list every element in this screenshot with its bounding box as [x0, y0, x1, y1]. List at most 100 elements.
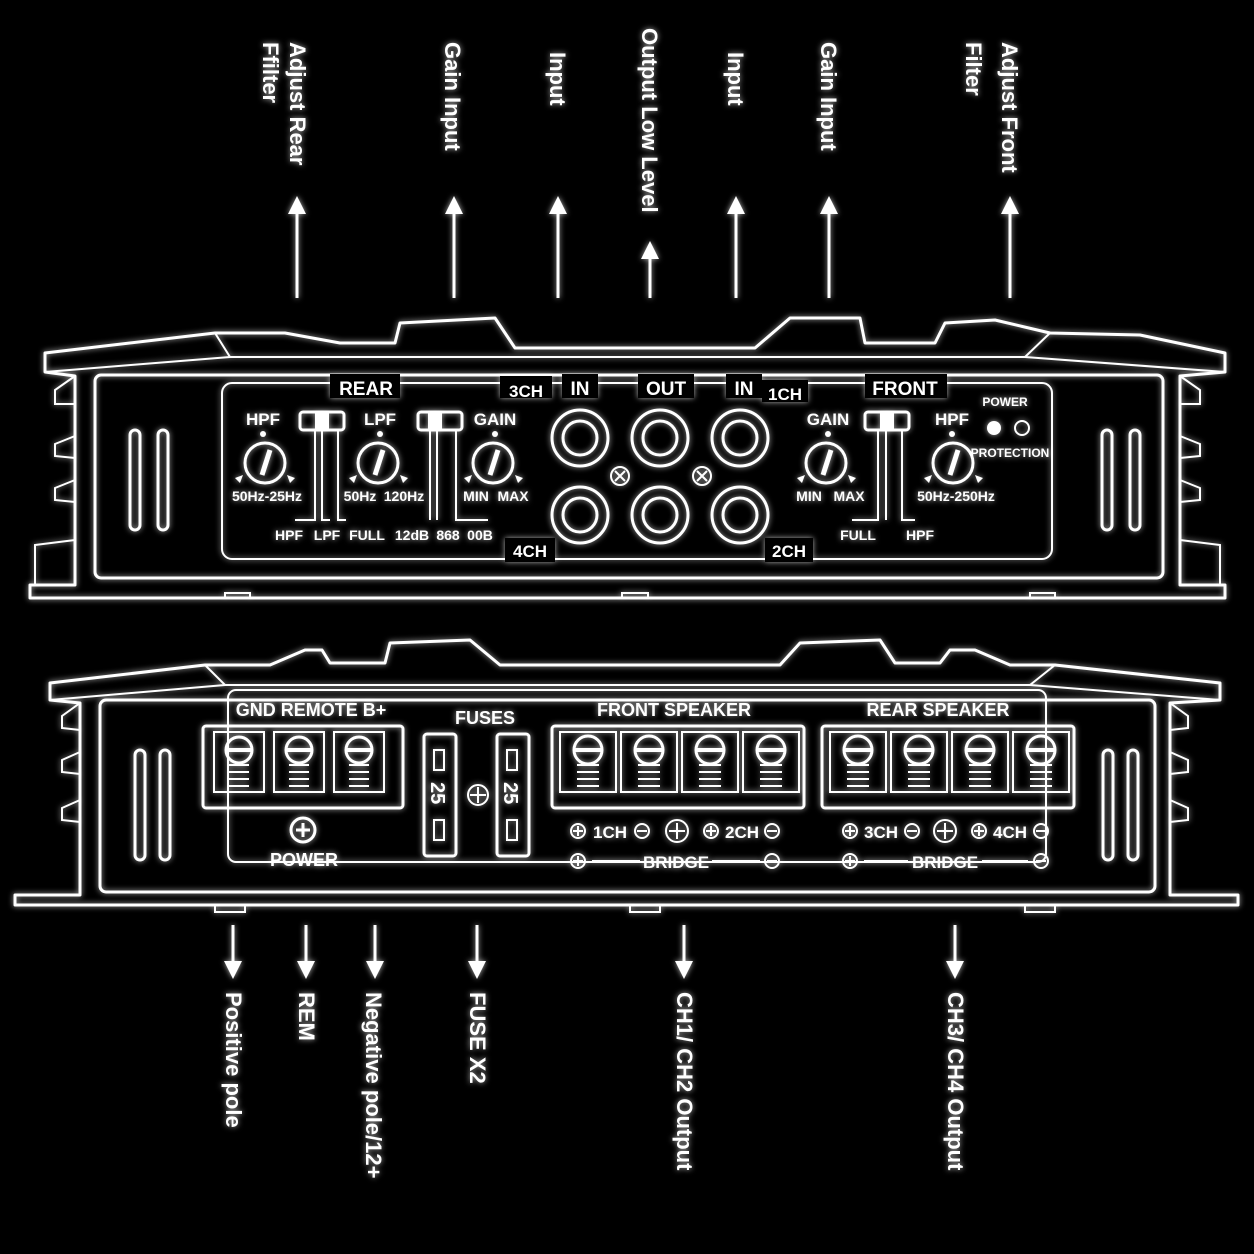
terminal-bplus[interactable]: [333, 731, 385, 793]
screw-icon: [467, 784, 489, 806]
terminal-rear[interactable]: [1012, 731, 1070, 793]
label-rear-lpf: LPF: [364, 410, 396, 429]
terminal-rear[interactable]: [890, 731, 948, 793]
callout-ch1-ch2-output: CH1/ CH2 Output: [672, 925, 697, 1171]
label-front-gain-max: MAX: [833, 488, 865, 504]
terminal-front[interactable]: [559, 731, 617, 793]
callout-adjust-front-filter-line2: Filter: [961, 42, 986, 96]
label-power-terminals: GND REMOTE B+: [236, 700, 387, 720]
callout-input-left: Input: [545, 52, 570, 298]
front-housing-outline: [28, 316, 1227, 600]
callout-ch1-ch2-output-text: CH1/ CH2 Output: [672, 992, 697, 1171]
fuse-2[interactable]: 25: [495, 732, 531, 858]
rca-jack[interactable]: [630, 485, 690, 545]
label-front-mode-full: FULL: [840, 527, 876, 543]
rear-housing-outline: [13, 638, 1240, 907]
callout-input-right-text: Input: [723, 52, 748, 106]
power-terminal-block: [201, 724, 405, 810]
positive-icon: [289, 816, 317, 844]
callout-gain-input-front-text: Gain Input: [816, 42, 841, 151]
rear-panel: GND REMOTE B+ POWER FUSES 25: [13, 638, 1240, 913]
front-panel: REAR 3CH IN OUT IN 1CH FRONT 4CH 2CH: [28, 316, 1227, 600]
label-rear: REAR: [339, 379, 393, 400]
terminal-rear[interactable]: [951, 731, 1009, 793]
callout-negative-pole: Negative pole/12+: [361, 925, 386, 1178]
label-rear-speaker: REAR SPEAKER: [866, 700, 1009, 720]
label-mode-hpf: HPF: [275, 527, 303, 543]
terminal-front[interactable]: [681, 731, 739, 793]
label-2ch: 2CH: [772, 542, 806, 561]
label-power-rear: POWER: [270, 850, 338, 870]
callout-adjust-front-filter: Adjust Front Filter: [961, 42, 1022, 298]
label-front-gain: GAIN: [807, 410, 850, 429]
rear-lpf-knob[interactable]: [356, 441, 400, 485]
fuse-rating-2: 25: [499, 782, 521, 804]
label-rear-gain-max: MAX: [497, 488, 529, 504]
fuse-1[interactable]: 25: [422, 732, 458, 858]
label-front-gain-min: MIN: [796, 488, 822, 504]
label-4ch: 4CH: [513, 542, 547, 561]
label-rear-gain: GAIN: [474, 410, 517, 429]
callout-positive-pole: Positive pole: [221, 925, 246, 1128]
label-bridge-front: BRIDGE: [643, 853, 709, 872]
label-bass-00b: 00B: [467, 527, 493, 543]
terminal-front[interactable]: [620, 731, 678, 793]
terminal-rear[interactable]: [829, 731, 887, 793]
terminal-remote[interactable]: [273, 731, 325, 793]
label-ch4: 4CH: [993, 823, 1027, 842]
label-in-left: IN: [571, 379, 590, 400]
callout-adjust-front-filter-line1: Adjust Front: [997, 42, 1022, 173]
callout-rem: REM: [294, 925, 319, 1041]
label-front-hpf-range: 50Hz-250Hz: [917, 488, 995, 504]
rear-inner-frame: [98, 698, 1157, 894]
callout-gain-input-rear-text: Gain Input: [440, 42, 465, 151]
rca-jack[interactable]: [710, 485, 770, 545]
label-ch1: 1CH: [593, 823, 627, 842]
rca-jack[interactable]: [550, 485, 610, 545]
front-control-frame: [221, 382, 1053, 560]
bottom-callouts: Positive pole REM Negative pole/12+ FUSE…: [221, 925, 968, 1178]
front-speaker-block: [550, 724, 806, 810]
label-3ch: 3CH: [509, 382, 543, 401]
label-1ch: 1CH: [768, 385, 802, 404]
front-gain-knob[interactable]: [804, 441, 848, 485]
label-out: OUT: [646, 379, 687, 400]
label-ch2: 2CH: [725, 823, 759, 842]
label-ch3: 3CH: [864, 823, 898, 842]
callout-positive-pole-text: Positive pole: [221, 992, 246, 1128]
callout-fuse-x2-text: FUSE X2: [465, 992, 490, 1084]
callout-input-right: Input: [723, 52, 748, 298]
label-front-mode-hpf: HPF: [906, 527, 934, 543]
label-rear-hpf-range: 50Hz-25Hz: [232, 488, 302, 504]
rear-speaker-block: [820, 724, 1076, 810]
rear-gain-knob[interactable]: [471, 441, 515, 485]
callout-negative-pole-text: Negative pole/12+: [361, 992, 386, 1178]
label-bass-12db: 12dB: [395, 527, 429, 543]
fuse-rating-1: 25: [426, 782, 448, 804]
rca-jack[interactable]: [550, 408, 610, 468]
terminal-front[interactable]: [742, 731, 800, 793]
callout-ch3-ch4-output: CH3/ CH4 Output: [943, 925, 968, 1171]
rca-jack[interactable]: [630, 408, 690, 468]
callout-ch3-ch4-output-text: CH3/ CH4 Output: [943, 992, 968, 1171]
front-polarity-row: 1CH 2CH BRIDGE: [570, 819, 780, 872]
callout-adjust-rear-filter-line1: Adjust Rear: [285, 42, 310, 166]
protection-led-icon: [1014, 420, 1030, 436]
label-front-speaker: FRONT SPEAKER: [597, 700, 751, 720]
label-power-led: POWER: [982, 395, 1028, 409]
rca-jack[interactable]: [710, 408, 770, 468]
callout-adjust-rear-filter: Adjust Rear Ffilter: [258, 42, 310, 298]
label-rear-gain-min: MIN: [463, 488, 489, 504]
rca-jacks: [550, 408, 770, 545]
rear-hpf-knob[interactable]: [243, 441, 287, 485]
callout-fuse-x2: FUSE X2: [465, 925, 490, 1084]
label-front: FRONT: [872, 379, 938, 400]
front-hpf-knob[interactable]: [931, 441, 975, 485]
callout-output-low-level: Output Low Level: [637, 28, 662, 298]
label-mode-lpf: LPF: [314, 527, 341, 543]
terminal-gnd[interactable]: [213, 731, 265, 793]
label-in-right: IN: [735, 379, 754, 400]
callout-gain-input-rear: Gain Input: [440, 42, 465, 298]
callout-adjust-rear-filter-line2: Ffilter: [258, 42, 283, 104]
label-mode-full: FULL: [349, 527, 385, 543]
